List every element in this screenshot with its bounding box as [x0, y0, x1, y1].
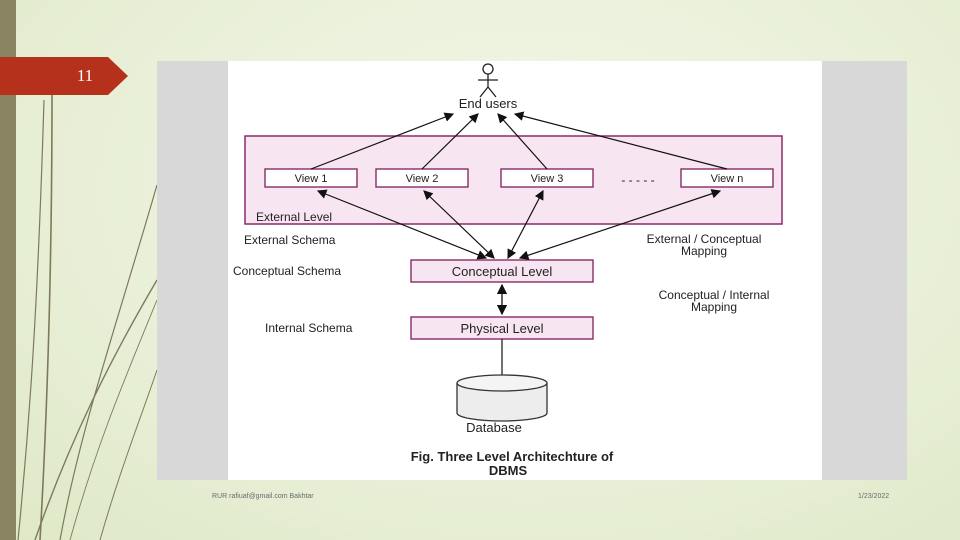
- view-3-label: View 3: [531, 173, 564, 185]
- view-1-label: View 1: [295, 173, 328, 185]
- conceptual-schema-label: Conceptual Schema: [233, 264, 341, 278]
- slide-number-badge: [0, 57, 128, 95]
- conceptual-level-box: [410, 259, 594, 283]
- conceptual-level-label: Conceptual Level: [452, 264, 553, 279]
- end-users-label: End users: [459, 96, 518, 111]
- external-level-label: External Level: [256, 210, 332, 224]
- database-label: Database: [466, 420, 522, 435]
- slide-number: 11: [76, 66, 94, 85]
- database-icon: [456, 374, 548, 422]
- view-2-label: View 2: [406, 173, 439, 185]
- conc-int-mapping-line2: Mapping: [691, 300, 737, 314]
- footer-date: 1/23/2022: [858, 493, 890, 500]
- view-n-label: View n: [711, 173, 744, 185]
- internal-schema-label: Internal Schema: [265, 321, 353, 335]
- footer-author: RUR rafiuaf@gmail.com Bakhtar: [212, 493, 314, 500]
- views-ellipsis: - - - - -: [621, 173, 654, 187]
- end-user-icon: [478, 63, 498, 98]
- conc-int-mapping-line1: Conceptual / Internal: [659, 288, 770, 302]
- physical-level-label: Physical Level: [460, 321, 543, 336]
- figure-caption-line1: Fig. Three Level Architechture of: [411, 449, 614, 464]
- external-schema-label: External Schema: [244, 233, 336, 247]
- figure-caption-line2: DBMS: [489, 463, 528, 478]
- ext-conc-mapping-line2: Mapping: [681, 244, 727, 258]
- view-conceptual-mapping-arrows: [316, 189, 722, 260]
- left-sidebar-bar: [0, 0, 16, 540]
- three-level-architecture-diagram: End users View 1 View 2 View 3 - - - - -…: [233, 63, 783, 478]
- view-to-users-arrows: [310, 111, 728, 170]
